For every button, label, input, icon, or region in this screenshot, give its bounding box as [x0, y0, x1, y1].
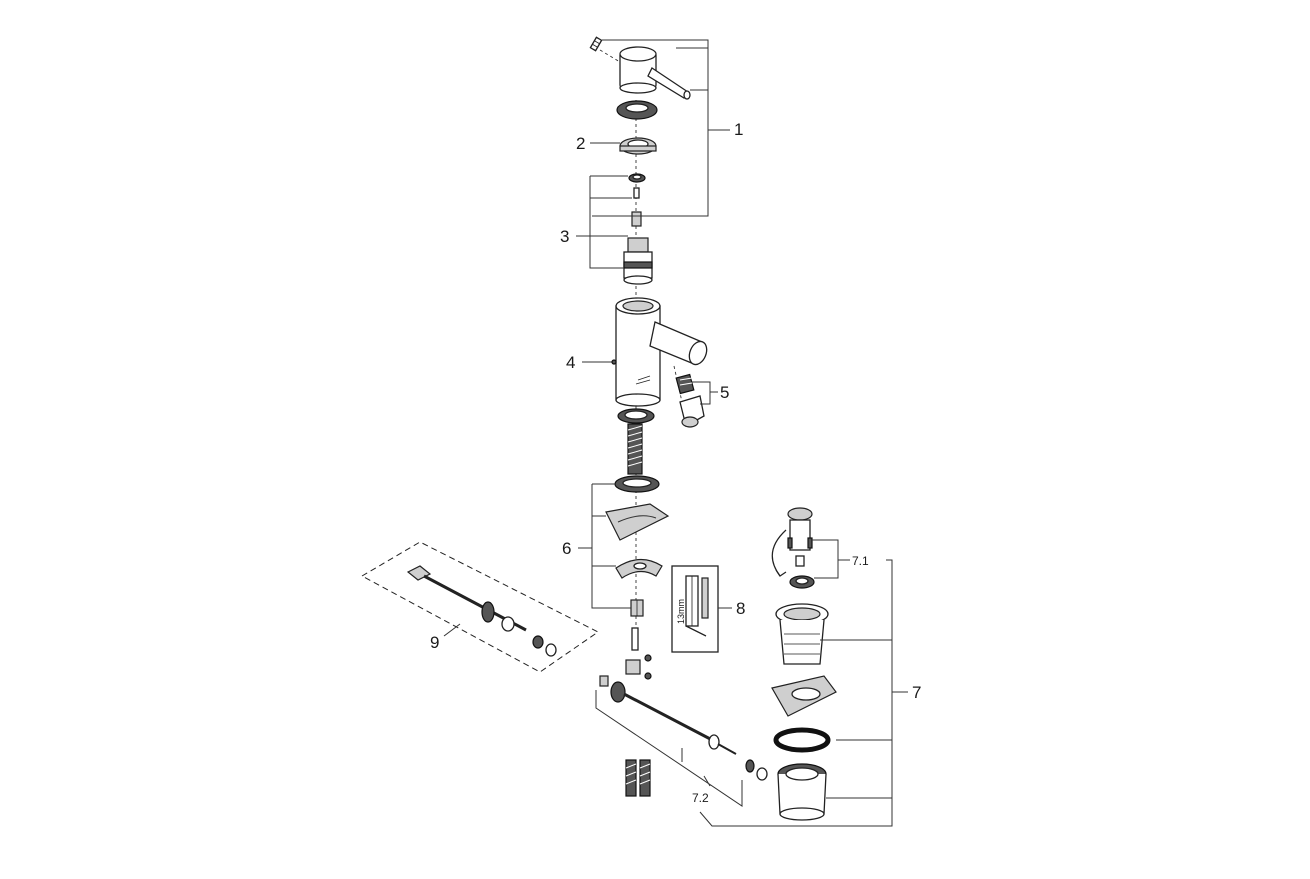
fixing-set [605, 475, 670, 617]
handle-assembly [589, 36, 691, 120]
waste-assembly [771, 507, 837, 821]
ring-part [619, 137, 657, 155]
tool-box: 13mm [671, 565, 719, 653]
callout-7: 7 [912, 683, 921, 702]
callout-5: 5 [720, 383, 729, 402]
tool-dimension-label: 13mm [676, 599, 686, 624]
lift-rod-linkage [599, 627, 768, 797]
leader-lines [443, 39, 908, 827]
callout-6: 6 [562, 539, 571, 558]
callout-1: 1 [734, 120, 743, 139]
callout-2: 2 [576, 134, 585, 153]
threaded-rod [617, 408, 655, 475]
aerator-assembly [673, 365, 705, 428]
callout-7-1: 7.1 [852, 554, 869, 568]
callout-3: 3 [560, 227, 569, 246]
mixer-body [606, 297, 708, 407]
callout-4: 4 [566, 353, 575, 372]
callout-9: 9 [430, 633, 439, 652]
callout-8: 8 [736, 599, 745, 618]
cartridge-assembly [623, 173, 653, 285]
pop-up-rod-set [360, 541, 599, 673]
callout-7-2: 7.2 [692, 791, 709, 805]
